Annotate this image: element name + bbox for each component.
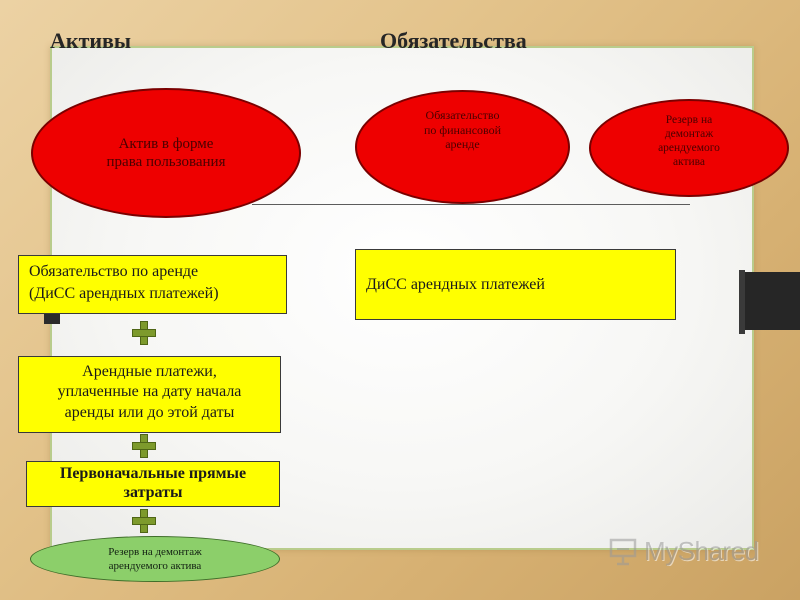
node-label-line: арендуемого <box>658 142 720 155</box>
watermark: MyShared <box>608 536 759 567</box>
node-label-line: актива <box>672 156 706 169</box>
box-label-line: Первоначальные прямые <box>59 465 247 482</box>
node-label-line: Резерв на демонтаж <box>108 545 202 558</box>
box-label-line: (ДиСС арендных платежей) <box>29 284 219 302</box>
right-of-use-asset-node: Актив в форме права пользования <box>31 88 301 218</box>
node-label-line: арендуемого актива <box>108 560 202 572</box>
dismantling-reserve-asset-node: Резерв на демонтаж арендуемого актива <box>30 536 280 582</box>
box-label: ДиСС арендных платежей <box>366 276 545 293</box>
watermark-text: MyShared <box>644 536 759 566</box>
plus-icon <box>132 509 156 533</box>
divider-line <box>252 204 690 205</box>
paid-lease-payments-box: Арендные платежи, уплаченные на дату нач… <box>18 356 281 433</box>
box-label-line: затраты <box>123 484 183 502</box>
node-label-line: демонтаж <box>664 128 714 141</box>
node-label-line: Актив в форме <box>118 135 214 152</box>
right-side-tab-edge <box>739 270 745 334</box>
presentation-board-icon <box>609 538 637 565</box>
assets-heading: Активы <box>50 28 132 53</box>
right-side-tab <box>740 272 800 330</box>
node-label-line: права пользования <box>106 154 226 170</box>
box-label-line: Обязательство по аренде <box>29 263 199 280</box>
node-label-line: аренде <box>445 137 480 152</box>
plus-icon <box>132 434 156 458</box>
lease-obligation-box: Обязательство по аренде (ДиСС арендных п… <box>18 255 287 314</box>
pv-lease-payments-box: ДиСС арендных платежей <box>355 249 676 320</box>
box-label-line: Арендные платежи, <box>82 363 217 380</box>
liabilities-heading: Обязательства <box>380 28 527 53</box>
box-label-line: аренды или до этой даты <box>64 403 235 421</box>
node-label-line: Резерв на <box>665 114 713 126</box>
node-label-line: по финансовой <box>423 122 502 137</box>
box-label-line: уплаченные на дату начала <box>57 383 242 401</box>
node-label-line: Обязательство <box>425 108 500 122</box>
finance-lease-liability-node: Обязательство по финансовой аренде <box>355 90 570 204</box>
plus-icon <box>132 321 156 345</box>
initial-direct-costs-box: Первоначальные прямые затраты <box>26 461 280 507</box>
dismantling-reserve-liability-node: Резерв на демонтаж арендуемого актива <box>589 99 789 197</box>
